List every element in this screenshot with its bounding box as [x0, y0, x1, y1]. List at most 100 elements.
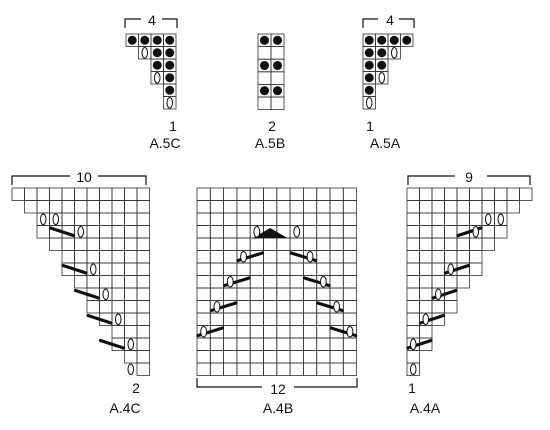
grid-cell: [506, 200, 520, 214]
grid-cell: [342, 200, 357, 214]
grid-cell: [289, 212, 304, 226]
grid-cell: [99, 262, 113, 276]
purl-dot: [165, 35, 175, 45]
grid-cell: [276, 362, 291, 376]
chart-a5c: [124, 18, 178, 110]
chart-a5b: [257, 33, 285, 111]
grid-cell: [316, 287, 331, 301]
grid-cell: [124, 212, 138, 226]
yarn-over-oval: [366, 97, 373, 109]
grid-cell: [406, 225, 420, 239]
grid-cell: [329, 250, 344, 264]
grid-cell: [419, 275, 433, 289]
grid-cell: [74, 212, 88, 226]
grid-cell: [270, 96, 285, 111]
grid-cell: [263, 250, 278, 264]
grid-cell: [111, 187, 125, 201]
yarn-over-oval: [346, 326, 354, 338]
grid-cell: [223, 225, 238, 239]
grid-cell: [111, 275, 125, 289]
grid-cell: [257, 96, 272, 111]
grid-cell: [223, 287, 238, 301]
grid-cell: [124, 325, 138, 339]
grid-cell: [316, 237, 331, 251]
grid-cell: [316, 262, 331, 276]
grid-cell: [494, 200, 508, 214]
grid-cell: [406, 250, 420, 264]
grid-cell: [209, 362, 225, 376]
grid-cell: [223, 350, 238, 364]
purl-dot: [377, 48, 387, 58]
grid-cell: [342, 312, 357, 326]
grid-cell: [342, 212, 357, 226]
grid-cell: [236, 362, 251, 376]
yarn-over-oval: [447, 263, 454, 275]
grid-cell: [209, 287, 225, 301]
purl-dot: [272, 60, 283, 71]
grid-cell: [519, 187, 533, 201]
grid-cell: [406, 187, 420, 201]
grid-cell: [289, 287, 304, 301]
grid-cell: [276, 187, 291, 201]
grid-cell: [11, 187, 25, 201]
grid-cell: [24, 187, 38, 201]
grid-cell: [136, 362, 150, 376]
purl-dot: [127, 35, 137, 45]
grid-cell: [419, 300, 433, 314]
grid-cell: [263, 362, 278, 376]
grid-cell: [249, 237, 264, 251]
grid-cell: [456, 237, 470, 251]
grid-cell: [329, 212, 344, 226]
yarn-over-oval: [435, 288, 442, 300]
grid-cell: [209, 250, 225, 264]
grid-cell: [444, 250, 458, 264]
grid-cell: [419, 237, 433, 251]
grid-cell: [196, 262, 211, 276]
yarn-over-oval: [90, 263, 97, 275]
grid-cell: [263, 300, 278, 314]
a5c-chart-name: A.5C: [149, 135, 181, 151]
grid-cell: [163, 96, 177, 110]
yarn-over-oval: [497, 213, 504, 225]
grid-cell: [302, 287, 318, 301]
grid-cell: [209, 275, 225, 289]
a4c-chart-name: A.4C: [109, 400, 141, 416]
grid-cell: [196, 350, 211, 364]
purl-dot: [389, 35, 399, 45]
double-decrease-triangle: [252, 228, 288, 238]
grid-cell: [406, 325, 420, 339]
grid-cell: [249, 312, 264, 326]
grid-cell: [289, 325, 304, 339]
grid-cell: [111, 262, 125, 276]
grid-cell: [469, 212, 483, 226]
grid-cell: [406, 287, 420, 301]
grid-cell: [342, 250, 357, 264]
grid-cell: [419, 262, 433, 276]
grid-cell: [223, 337, 238, 351]
grid-cell: [316, 337, 331, 351]
grid-cell: [209, 237, 225, 251]
grid-cell: [124, 187, 138, 201]
purl-dot: [364, 73, 374, 83]
grid-cell: [469, 262, 483, 276]
grid-cell: [276, 237, 291, 251]
grid-cell: [196, 287, 211, 301]
grid-cell: [329, 187, 344, 201]
grid-cell: [124, 262, 138, 276]
a4c-rows-label: 2: [132, 380, 140, 396]
a4a-rows-label: 1: [408, 380, 416, 396]
a5a-rows-label: 1: [366, 118, 374, 134]
grid-cell: [136, 312, 150, 326]
yarn-over-oval: [226, 276, 234, 288]
grid-cell: [406, 350, 420, 364]
grid-cell: [249, 262, 264, 276]
grid-cell: [431, 262, 445, 276]
grid-cell: [111, 300, 125, 314]
grid-cell: [74, 200, 88, 214]
yarn-over-oval: [410, 338, 417, 350]
grid-cell: [236, 325, 251, 339]
grid-cell: [249, 275, 264, 289]
grid-cell: [223, 262, 238, 276]
grid-cell: [406, 237, 420, 251]
grid-cell: [469, 200, 483, 214]
